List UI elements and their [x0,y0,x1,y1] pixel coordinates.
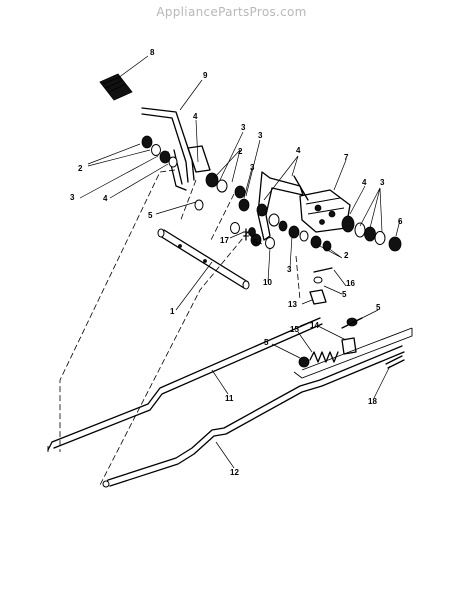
callout-3f: 3 [287,265,292,274]
watermark-text: AppliancePartsPros.com [156,5,307,19]
callout-2a: 2 [78,164,83,173]
callout-4d: 4 [362,178,367,187]
callout-leaders [79,55,401,469]
callout-2b: 2 [238,147,243,156]
callout-4b: 4 [103,194,108,203]
callout-5e: 5 [264,338,269,347]
callout-15: 15 [290,325,299,334]
callout-6: 6 [398,217,403,226]
callout-10: 10 [263,278,272,287]
yoke-part-13[interactable] [309,276,327,305]
callout-5c: 5 [342,290,347,299]
callout-2c: 2 [344,251,349,260]
brake-rod-panel-part-12[interactable] [102,327,413,488]
left-washer-group[interactable] [141,135,178,168]
callout-5d: 5 [376,303,381,312]
callout-5b: 5 [253,238,258,247]
callout-4a: 4 [193,112,198,121]
callout-3e: 3 [380,178,385,187]
dashed-alignment-lines [59,169,301,486]
callout-3c: 3 [258,131,263,140]
callout-14: 14 [310,321,319,330]
right-washer-stack[interactable] [341,215,402,252]
callout-4c: 4 [296,146,301,155]
callout-7: 7 [344,153,349,162]
callout-3b: 3 [70,193,75,202]
cross-shaft-part-1[interactable] [157,228,250,290]
callout-1: 1 [170,307,175,316]
callout-16: 16 [346,279,355,288]
yoke-part-14[interactable] [341,337,357,355]
pedal-arm-part-9[interactable] [141,107,211,191]
callout-17: 17 [220,236,229,245]
ferrule-part-18[interactable] [385,355,405,369]
callout-12: 12 [230,468,239,477]
callout-3a: 3 [241,123,246,132]
callout-9: 9 [203,71,208,80]
brake-rod-part-11[interactable] [47,317,323,452]
callout-18: 18 [368,397,377,406]
spring-part-15[interactable] [298,351,339,368]
callout-3d: 3 [250,163,255,172]
callout-5a: 5 [148,211,153,220]
clip-part-16[interactable] [313,267,333,273]
callout-11: 11 [225,394,234,403]
callout-8: 8 [150,48,155,57]
pedal-pad-part-8[interactable] [99,73,133,101]
callout-labels: 8 9 4 3 2 3 4 3 2 3 4 7 4 3 6 5 17 5 2 3… [70,48,403,477]
callout-13: 13 [288,300,297,309]
